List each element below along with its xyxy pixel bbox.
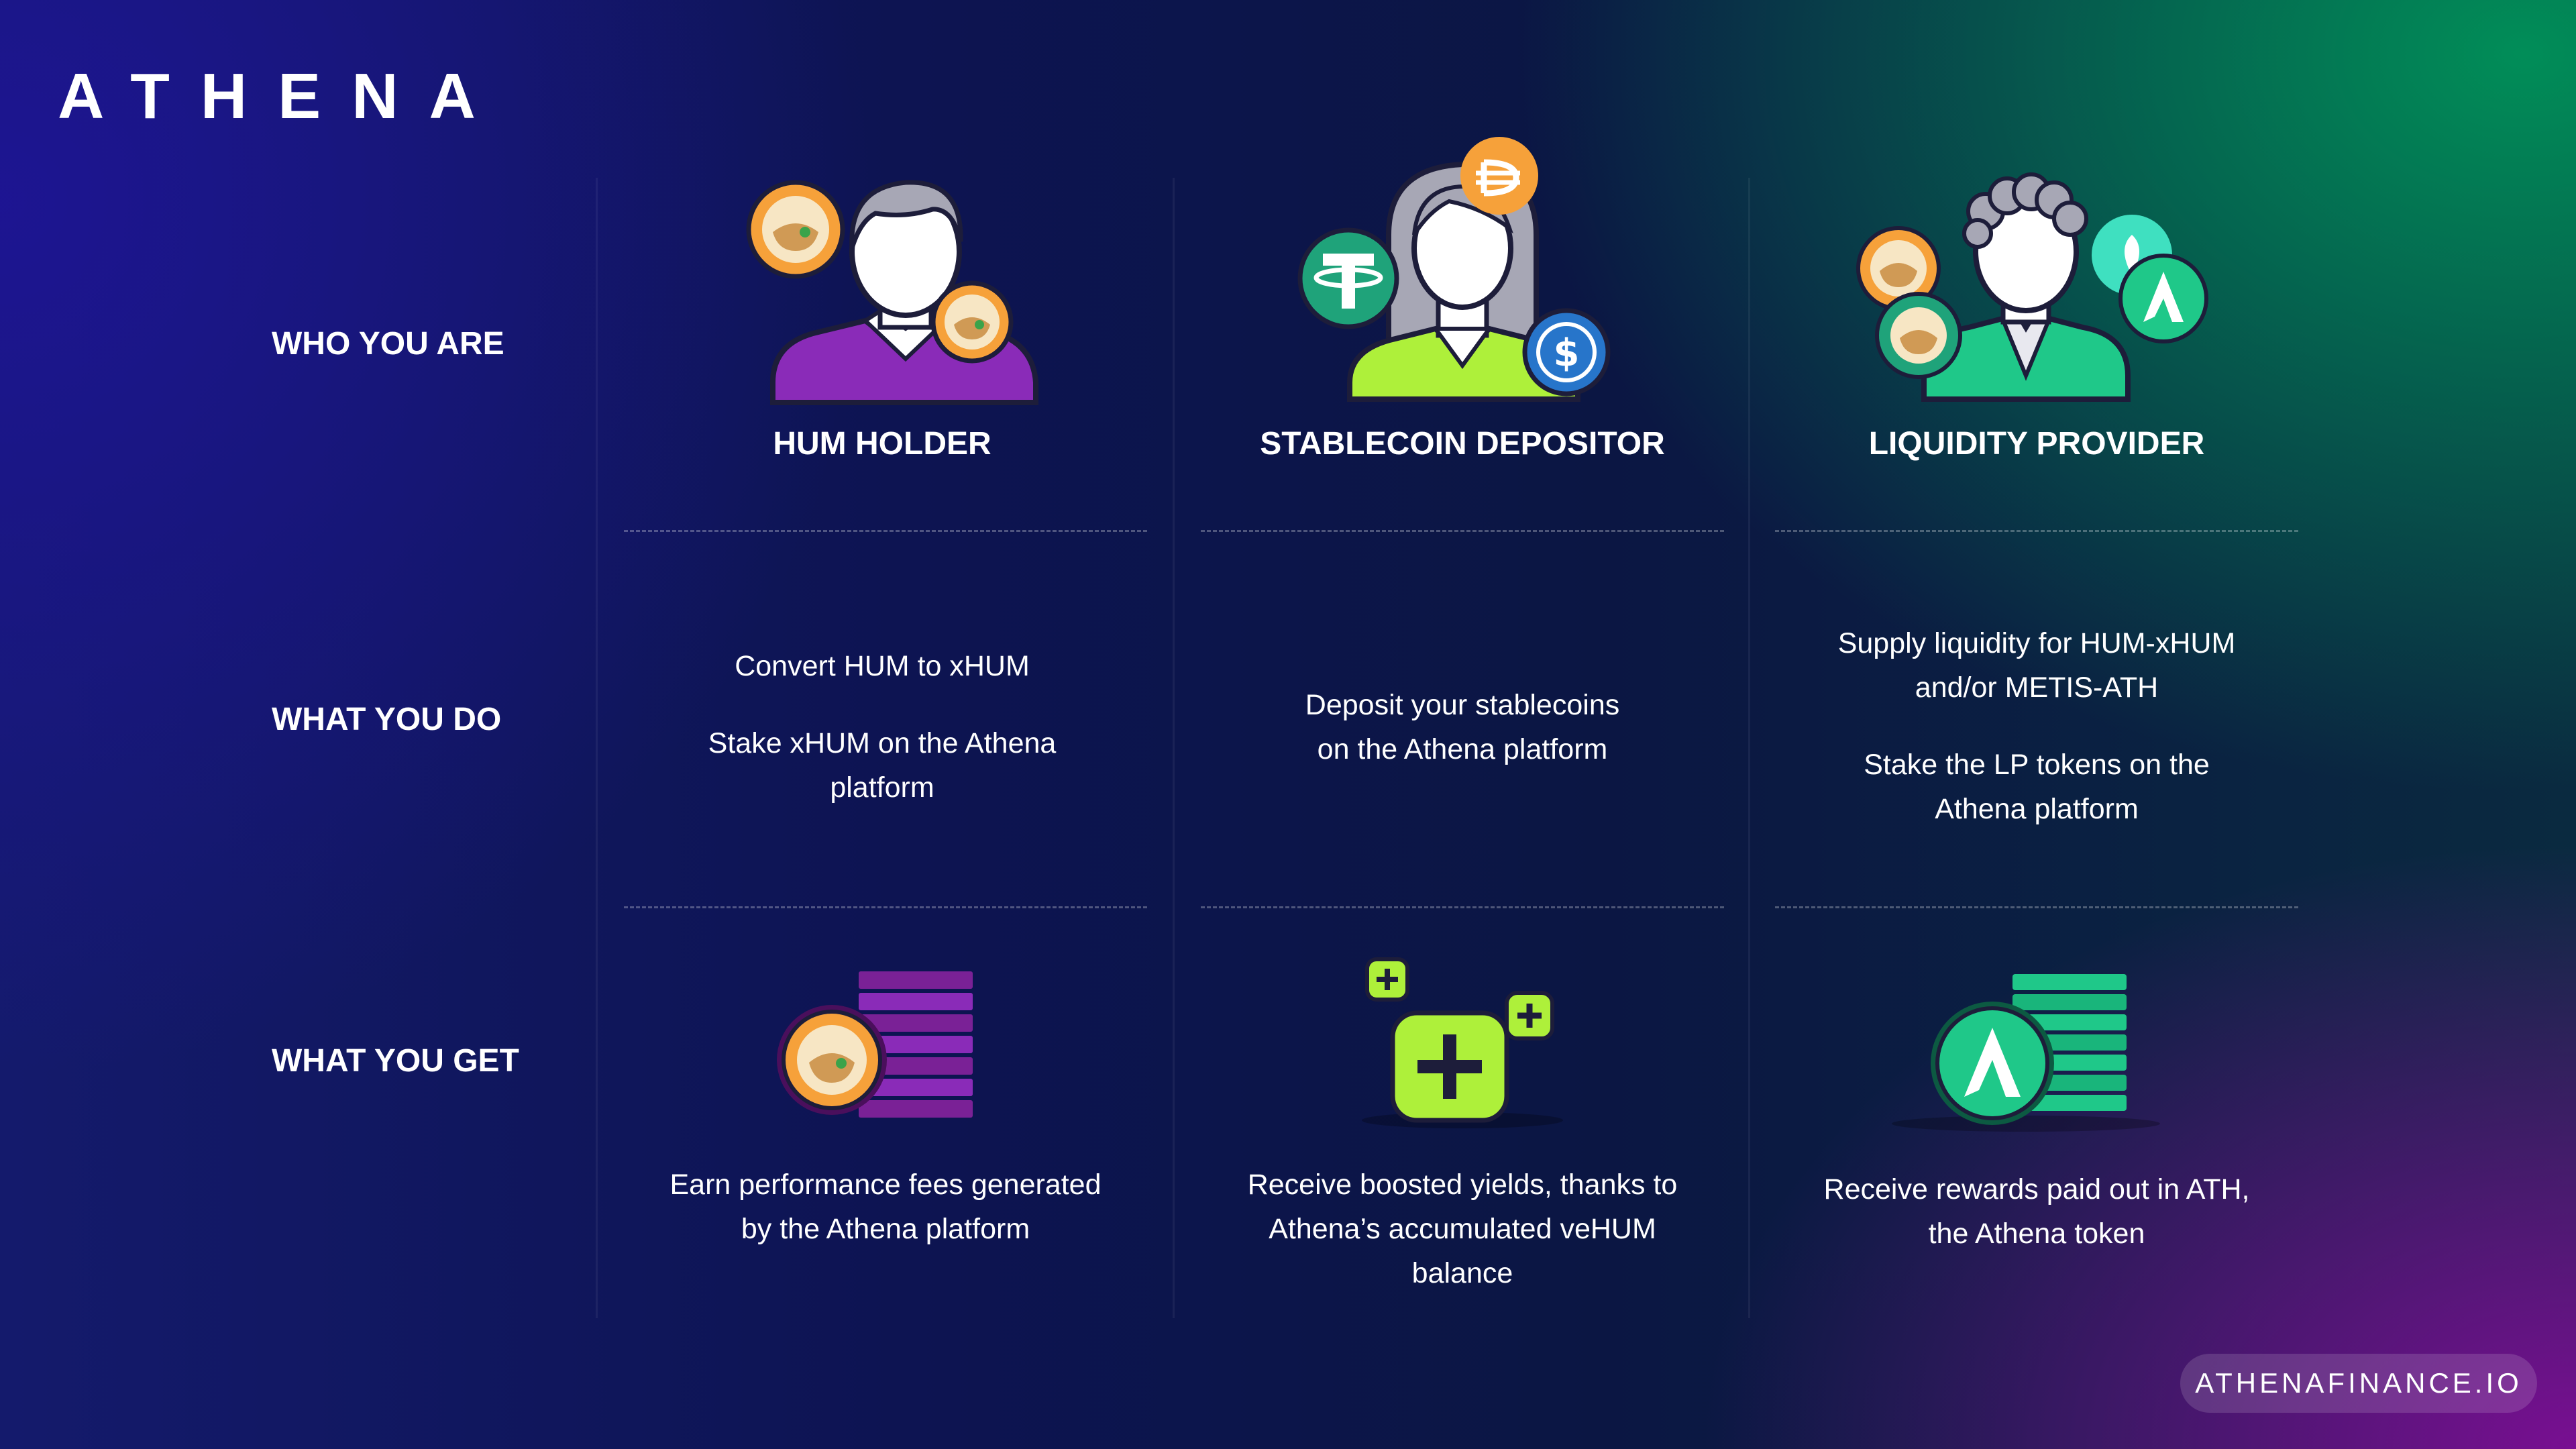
hum-holder-rewards: Earn performance fees generated by the A…	[624, 1163, 1147, 1251]
row-separator	[1775, 530, 2298, 532]
hum-coin-icon	[746, 180, 845, 279]
action-text: and/or METIS-ATH	[1915, 672, 2159, 704]
ath-coin-stack-illustration	[1892, 974, 2160, 1132]
hum-coin-stack-illustration	[777, 971, 973, 1118]
dai-coin-icon	[1460, 137, 1538, 215]
coin-stack-icon	[859, 971, 973, 1118]
reward-text: Earn performance fees generated	[669, 1169, 1102, 1201]
column-title-liquidity-provider: LIQUIDITY PROVIDER	[1868, 426, 2205, 462]
action-text: Stake xHUM on the Athena	[708, 727, 1057, 759]
stablecoin-depositor-rewards: Receive boosted yields, thanks to Athena…	[1201, 1163, 1724, 1295]
action-text: Convert HUM to xHUM	[735, 650, 1030, 682]
hum-holder-avatar-illustration	[746, 180, 1038, 405]
row-separator	[1201, 906, 1724, 908]
row-separator	[1775, 906, 2298, 908]
column-divider	[1748, 178, 1750, 1318]
xhum-coin-icon	[1875, 292, 1962, 379]
column-title-stablecoin-depositor: STABLECOIN DEPOSITOR	[1260, 426, 1665, 462]
plus-icon	[1505, 991, 1554, 1040]
usdc-coin-icon: $	[1522, 308, 1611, 396]
hum-coin-icon	[1856, 226, 1941, 311]
stablecoin-depositor-actions: Deposit your stablecoins on the Athena p…	[1201, 683, 1724, 771]
reward-text: the Athena token	[1928, 1218, 2145, 1250]
row-label-who-you-are: WHO YOU ARE	[272, 326, 504, 362]
column-divider	[596, 178, 598, 1318]
reward-text: Receive rewards paid out in ATH,	[1823, 1173, 2250, 1205]
action-text: Athena platform	[1935, 793, 2139, 825]
column-title-hum-holder: HUM HOLDER	[773, 426, 991, 462]
liquidity-provider-avatar-illustration	[1856, 172, 2208, 402]
athena-coin-icon	[2118, 254, 2208, 343]
plus-icon	[1365, 957, 1409, 1002]
boosted-yield-plus-illustration	[1362, 957, 1563, 1128]
row-label-what-you-do: WHAT YOU DO	[272, 702, 502, 737]
liquidity-provider-actions: Supply liquidity for HUM-xHUM and/or MET…	[1775, 621, 2298, 831]
action-text: Stake the LP tokens on the	[1864, 749, 2210, 781]
row-separator	[1201, 530, 1724, 532]
athena-logo: ATHENA	[58, 60, 506, 132]
action-text: on the Athena platform	[1317, 733, 1608, 765]
stablecoin-depositor-avatar-illustration: $	[1297, 137, 1611, 402]
action-text: platform	[830, 771, 934, 804]
reward-text: Athena’s accumulated veHUM	[1269, 1213, 1656, 1245]
tether-coin-icon	[1297, 227, 1399, 329]
website-badge[interactable]: ATHENAFINANCE.IO	[2180, 1354, 2537, 1413]
action-text: Supply liquidity for HUM-xHUM	[1837, 627, 2236, 659]
reward-text: balance	[1411, 1257, 1513, 1289]
svg-text:$: $	[1554, 331, 1580, 375]
plus-icon	[1390, 1010, 1509, 1123]
column-divider	[1173, 178, 1175, 1318]
action-text: Deposit your stablecoins	[1305, 689, 1620, 721]
row-separator	[624, 530, 1147, 532]
reward-text: Receive boosted yields, thanks to	[1247, 1169, 1678, 1201]
hum-coin-icon	[930, 280, 1014, 364]
row-label-what-you-get: WHAT YOU GET	[272, 1043, 519, 1079]
hum-holder-actions: Convert HUM to xHUM Stake xHUM on the At…	[644, 644, 1120, 810]
reward-text: by the Athena platform	[741, 1213, 1030, 1245]
row-separator	[624, 906, 1147, 908]
liquidity-provider-rewards: Receive rewards paid out in ATH, the Ath…	[1775, 1167, 2298, 1256]
